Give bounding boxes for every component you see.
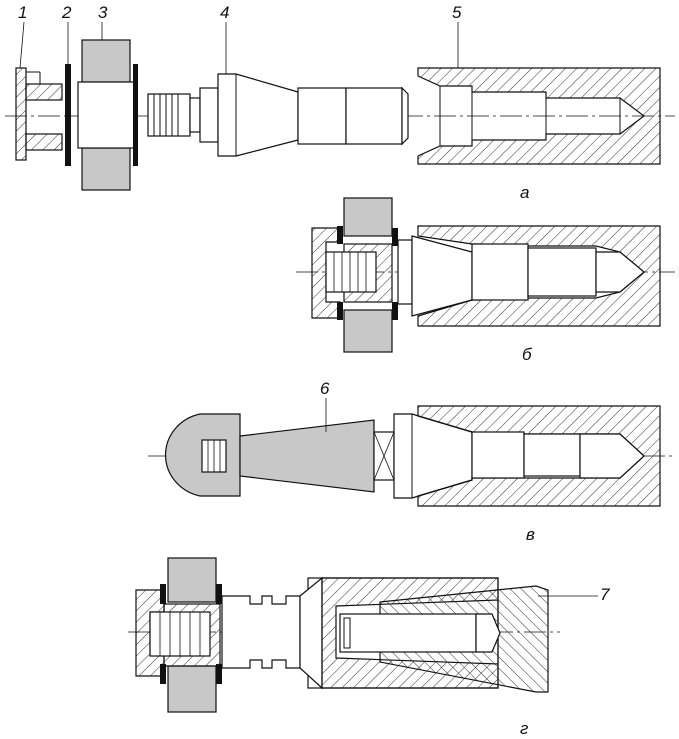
part-1-cap: [15, 67, 63, 161]
view-g: 7 г: [128, 557, 610, 738]
label-part-3: 3: [98, 3, 108, 22]
label-part-2: 2: [61, 3, 72, 22]
caption-b: б: [522, 345, 533, 364]
label-part-6: 6: [320, 379, 330, 398]
label-part-1: 1: [18, 3, 27, 22]
part-6-rod: [239, 419, 375, 493]
part-3-nut: [77, 39, 138, 191]
label-part-7: 7: [600, 585, 610, 604]
threaded-bolt: [147, 93, 201, 137]
view-b: б: [296, 197, 675, 364]
view-a: 1 2 3 4 5 а: [5, 3, 675, 202]
part-4-adapter: [199, 73, 409, 157]
caption-a: а: [520, 183, 529, 202]
part-5-housing: [417, 67, 661, 165]
caption-v: в: [526, 525, 535, 544]
view-v: 6 в: [148, 379, 675, 544]
caption-g: г: [520, 719, 528, 738]
part-2-washer: [65, 64, 71, 166]
label-part-5: 5: [452, 3, 462, 22]
label-part-4: 4: [220, 3, 229, 22]
